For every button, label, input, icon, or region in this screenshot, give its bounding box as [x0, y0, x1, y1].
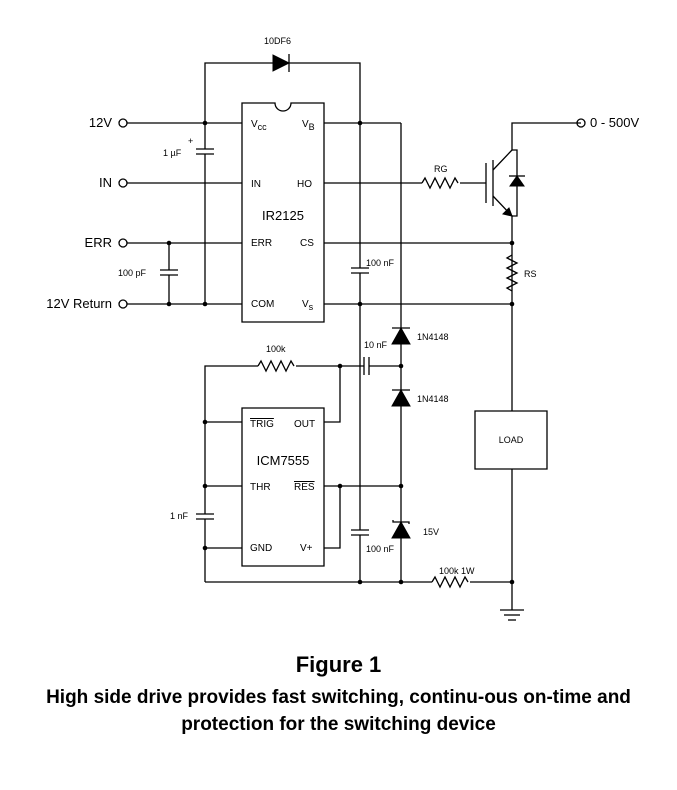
svg-text:ERR: ERR	[85, 235, 112, 250]
resistor-100k: 100k	[205, 344, 364, 422]
svg-text:10 nF: 10 nF	[364, 340, 388, 350]
timer-wiring	[202, 366, 432, 582]
ir2125-label: IR2125	[262, 208, 304, 223]
svg-text:100 pF: 100 pF	[118, 268, 147, 278]
resistor-rg: RG	[324, 164, 486, 188]
input-wiring	[127, 123, 514, 304]
svg-text:15V: 15V	[423, 527, 439, 537]
capacitor-100nf-supply: 100 nF	[351, 304, 395, 585]
terminal-12v: 12V	[89, 115, 127, 130]
freewheel-diode	[509, 175, 525, 187]
svg-text:1N4148: 1N4148	[417, 394, 449, 404]
diode-1n4148-a: 1N4148	[391, 326, 449, 390]
ir2125-pin-cs: CS	[300, 238, 314, 249]
terminal-in: IN	[99, 175, 127, 190]
ir2125-pin-in: IN	[251, 179, 261, 190]
svg-text:RG: RG	[434, 164, 448, 174]
svg-text:0 - 500V: 0 - 500V	[590, 115, 639, 130]
vb-rail: 100 nF	[324, 120, 401, 328]
icm7555-pin-vplus: V+	[300, 543, 313, 554]
svg-text:1 µF: 1 µF	[163, 148, 182, 158]
svg-text:10DF6: 10DF6	[264, 36, 291, 46]
svg-text:100k: 100k	[266, 344, 286, 354]
ground-icon	[500, 610, 524, 620]
ir2125-pin-ho: HO	[297, 179, 312, 190]
ir2125-pin-vb: VB	[302, 119, 315, 132]
svg-text:+: +	[188, 136, 193, 146]
svg-text:100k 1W: 100k 1W	[439, 566, 475, 576]
ir2125-pin-vs: Vs	[302, 299, 314, 312]
circuit-schematic: IR2125 Vcc VB IN HO ERR CS COM Vs 12V IN…	[46, 36, 639, 640]
terminal-hv: 0 - 500V	[577, 115, 639, 130]
ir2125-chip: IR2125 Vcc VB IN HO ERR CS COM Vs	[242, 103, 324, 322]
svg-text:1N4148: 1N4148	[417, 332, 449, 342]
terminal-err: ERR	[85, 235, 127, 250]
svg-text:12V: 12V	[89, 115, 112, 130]
ir2125-pin-err: ERR	[251, 238, 272, 249]
svg-text:1 nF: 1 nF	[170, 511, 189, 521]
cs-wiring	[324, 240, 515, 246]
figure-title: Figure 1	[295, 652, 382, 677]
svg-text:LOAD: LOAD	[499, 435, 524, 445]
svg-text:12V Return: 12V Return	[46, 296, 112, 311]
svg-text:100 nF: 100 nF	[366, 258, 395, 268]
capacitor-100pf: 100 pF	[118, 240, 178, 307]
zener-15v: 15V	[391, 520, 439, 585]
figure-caption: Figure 1 High side drive provides fast s…	[0, 652, 677, 738]
diode-1n4148-b: 1N4148	[391, 363, 449, 522]
icm7555-pin-gnd: GND	[250, 543, 272, 554]
figure-description: High side drive provides fast switching,…	[46, 687, 631, 735]
terminal-12v-return: 12V Return	[46, 296, 127, 311]
svg-text:IN: IN	[99, 175, 112, 190]
icm7555-pin-trig: TRIG	[250, 419, 274, 430]
ir2125-pin-vcc: Vcc	[251, 119, 267, 132]
resistor-100k-1w: 100k 1W	[432, 566, 515, 587]
icm7555-pin-thr: THR	[250, 482, 271, 493]
capacitor-1uf: 1 µF +	[163, 120, 214, 307]
icm7555-pin-res: RES	[294, 482, 315, 493]
capacitor-10nf: 10 nF	[364, 340, 401, 375]
ir2125-pin-com: COM	[251, 299, 274, 310]
svg-text:100 nF: 100 nF	[366, 544, 395, 554]
icm7555-chip: ICM7555 TRIG OUT THR RES GND V+	[242, 408, 324, 566]
svg-text:RS: RS	[524, 269, 537, 279]
icm7555-pin-out: OUT	[294, 419, 315, 430]
diode-10df6: 10DF6	[205, 36, 360, 123]
load-box: LOAD	[475, 304, 547, 610]
capacitor-1nf: 1 nF	[170, 486, 214, 548]
icm7555-label: ICM7555	[257, 453, 310, 468]
